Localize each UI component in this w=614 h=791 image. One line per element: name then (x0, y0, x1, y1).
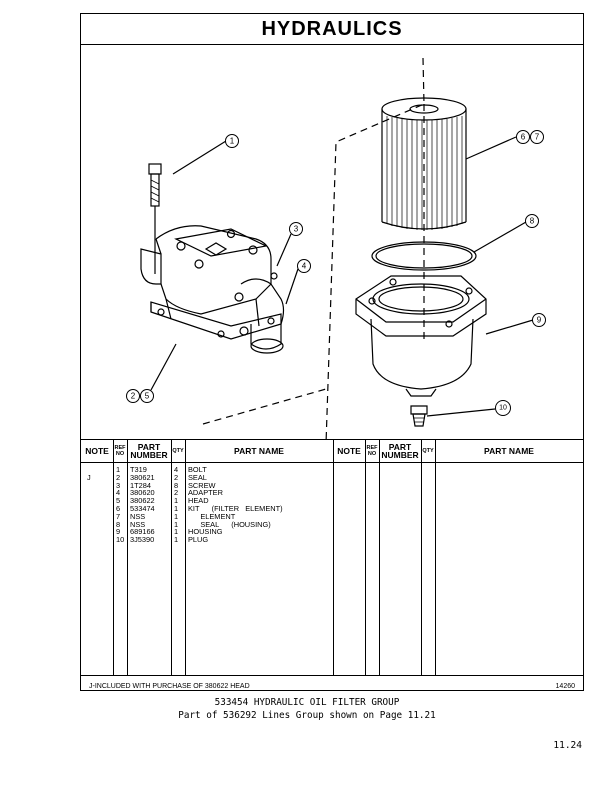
cell-ref: 8 (116, 519, 121, 529)
cell-qty: 1 (174, 504, 179, 513)
plug-part (410, 405, 428, 427)
cell-ref: 9 (116, 527, 121, 537)
callout-label: 6 (521, 133, 526, 142)
cell-qty: 2 (174, 488, 179, 498)
cell-qty: 1 (174, 519, 179, 529)
cell-part: 3J5390 (130, 535, 155, 545)
callout-2 (126, 389, 140, 403)
filter-element-part (381, 97, 467, 230)
group-caption: 533454 HYDRAULIC OIL FILTER GROUP (214, 697, 400, 708)
callout-1 (225, 134, 239, 148)
callout-8 (525, 214, 539, 228)
cell-qty: 8 (174, 480, 179, 490)
header-note: NOTE (85, 446, 109, 456)
parts-page-frame: HYDRAULICS (80, 13, 584, 691)
housing-part (355, 275, 487, 397)
cell-qty: 4 (174, 465, 179, 474)
cell-part: 533474 (130, 504, 155, 513)
callout-label: 10 (499, 405, 507, 412)
cell-part: T319 (130, 465, 147, 474)
cell-name: ADAPTER (188, 488, 223, 498)
cell-qty: 1 (174, 535, 179, 545)
exploded-diagram: 1 3 4 2 5 6 7 8 9 10 (81, 44, 583, 451)
cell-part: 380621 (130, 472, 155, 482)
cell-part: NSS (130, 519, 146, 529)
cell-ref: 5 (116, 496, 121, 506)
cell-name: SEAL (188, 472, 207, 482)
callout-label: 3 (294, 225, 299, 234)
cell-qty: 1 (174, 496, 179, 506)
seal-ring-part (371, 241, 477, 271)
callout-10 (495, 400, 511, 416)
cell-ref: 7 (116, 511, 121, 521)
callout-label: 7 (535, 133, 540, 142)
cell-name: KIT (FILTER ELEMENT) (188, 504, 283, 513)
table-footer: J-INCLUDED WITH PURCHASE OF 380622 HEAD … (81, 675, 583, 696)
cell-name: SEAL (HOUSING) (188, 519, 271, 529)
callout-5 (140, 389, 154, 403)
cell-name: HEAD (188, 496, 209, 506)
illustration-code: 14260 (555, 682, 575, 690)
header-part-name-right: PART NAME (484, 446, 534, 456)
cell-ref: 1 (116, 465, 121, 474)
page-title: HYDRAULICS (81, 14, 583, 45)
bolt-part (148, 163, 162, 274)
cell-qty: 2 (174, 472, 179, 482)
header-part-name: PART NAME (234, 446, 284, 456)
cell-name: SCREW (188, 480, 216, 490)
cell-ref: 3 (116, 480, 121, 490)
adapter-elbow-part (234, 272, 285, 354)
assembly-centerline (325, 57, 425, 445)
header-note-right: NOTE (337, 446, 361, 456)
filter-head-part (140, 225, 282, 340)
cell-ref: 4 (116, 488, 121, 498)
callout-3 (289, 222, 303, 236)
callout-label: 4 (302, 262, 307, 271)
callout-label: 1 (230, 137, 235, 146)
cell-qty: 1 (174, 527, 179, 537)
cell-note: J (87, 472, 91, 482)
filter-group-illustration: 1 3 4 2 5 6 7 8 9 10 (126, 57, 546, 445)
callout-6 (516, 130, 530, 144)
callout-9 (532, 313, 546, 327)
cell-ref: 2 (116, 472, 121, 482)
cell-name: HOUSING (188, 527, 223, 537)
cell-name: ELEMENT (188, 511, 236, 521)
cell-part: 380620 (130, 488, 155, 498)
cell-part: 1T284 (130, 480, 151, 490)
cell-name: BOLT (188, 465, 207, 474)
cell-name: PLUG (188, 535, 209, 545)
callout-7 (530, 130, 544, 144)
header-qty-right: QTY (422, 448, 434, 454)
footnote: J-INCLUDED WITH PURCHASE OF 380622 HEAD (89, 682, 250, 690)
callout-label: 2 (131, 392, 136, 401)
callout-label: 9 (537, 316, 542, 325)
cell-qty: 1 (174, 511, 179, 521)
page-number: 11.24 (553, 740, 582, 751)
callout-4 (297, 259, 311, 273)
header-qty: QTY (172, 448, 184, 454)
group-subcaption: Part of 536292 Lines Group shown on Page… (178, 710, 436, 721)
cell-ref: 10 (116, 535, 125, 545)
callout-label: 5 (145, 392, 150, 401)
cell-part: 689166 (130, 527, 155, 537)
cell-part: NSS (130, 511, 146, 521)
cell-part: 380622 (130, 496, 155, 506)
callout-label: 8 (530, 217, 535, 226)
cell-ref: 6 (116, 504, 121, 513)
